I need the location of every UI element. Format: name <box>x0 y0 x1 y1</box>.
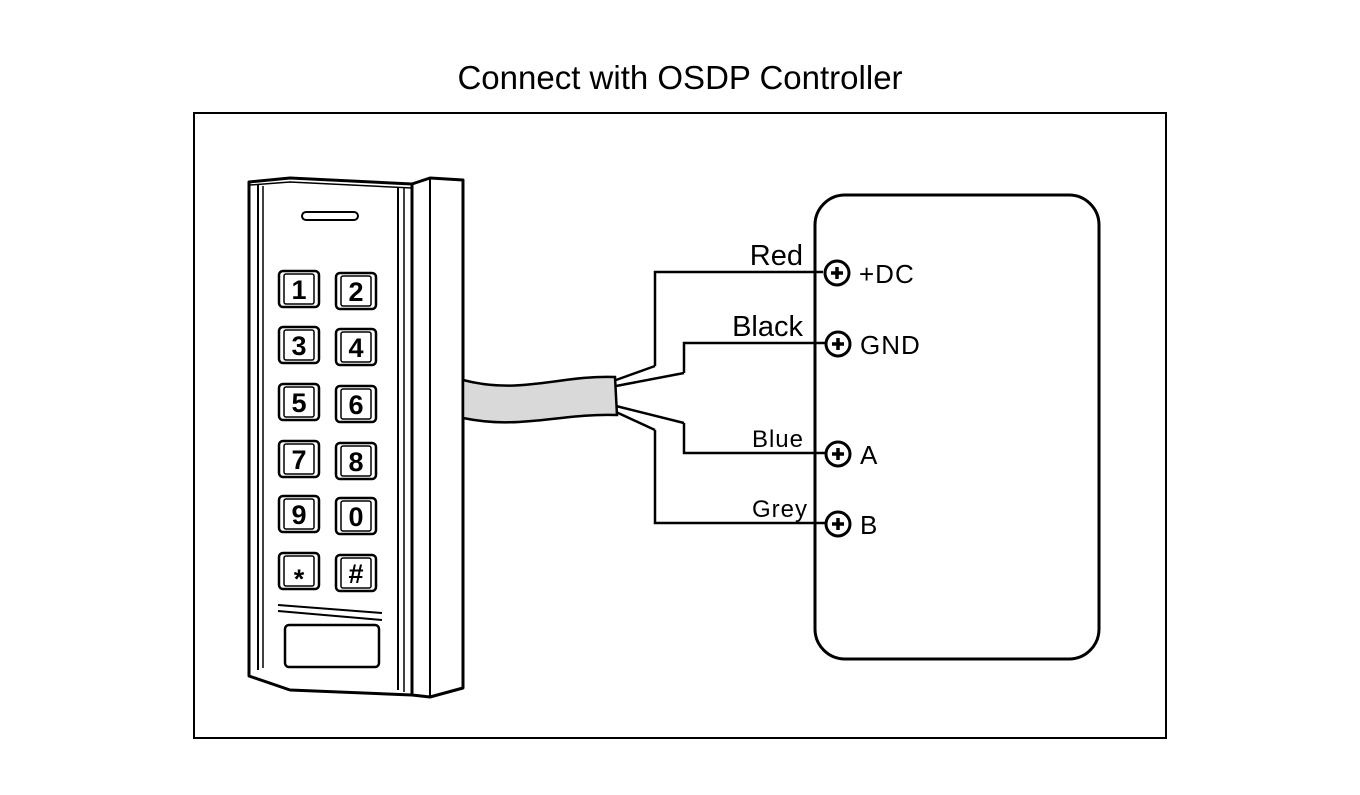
keypad-key-label: * <box>294 564 305 594</box>
keypad-key-label: 8 <box>348 447 363 477</box>
terminal-b <box>824 510 852 538</box>
keypad-key-label: 7 <box>291 445 306 475</box>
terminal-label-gnd: GND <box>860 330 921 360</box>
keypad-key: 2 <box>334 271 378 311</box>
keypad-key: * <box>277 551 321 594</box>
wire-blue <box>682 423 825 455</box>
keypad-key-label: 3 <box>291 331 306 361</box>
keypad-key: 0 <box>334 496 378 536</box>
wire-label-grey: Grey <box>752 496 808 523</box>
keypad-key-label: 9 <box>291 500 306 530</box>
keypad-key: 6 <box>334 384 378 424</box>
keypad-key-label: 1 <box>291 275 306 305</box>
keypad-key: 5 <box>277 382 321 422</box>
keypad-key-label: 0 <box>348 502 363 532</box>
keypad-key: 1 <box>277 269 321 309</box>
keypad-key-label: # <box>348 559 363 589</box>
wire-label-black: Black <box>732 311 803 343</box>
keypad-keys: 1 2 3 4 5 6 7 8 9 0 * # <box>277 269 378 594</box>
keypad-key-label: 5 <box>291 388 306 418</box>
wire-black <box>682 341 825 373</box>
keypad-key: 7 <box>277 439 321 479</box>
keypad-key: 4 <box>334 327 378 367</box>
keypad-key: 9 <box>277 494 321 534</box>
keypad-key: 8 <box>334 441 378 481</box>
wire-grey <box>653 430 825 525</box>
wires <box>653 270 825 525</box>
wire-label-red: Red <box>750 240 803 272</box>
terminal-label-dc: +DC <box>859 259 915 289</box>
osdp-controller <box>813 193 1101 661</box>
terminal-gnd <box>824 330 852 358</box>
terminal-label-b: B <box>860 510 878 540</box>
wire-label-blue: Blue <box>752 426 804 453</box>
keypad-reader <box>247 176 465 699</box>
keypad-key: # <box>334 553 378 593</box>
cable <box>461 364 685 432</box>
diagram-title: Connect with OSDP Controller <box>457 59 902 96</box>
keypad-key-label: 6 <box>348 390 363 420</box>
terminal-label-a: A <box>860 440 878 470</box>
diagram-frame <box>193 112 1167 739</box>
wire-red <box>653 270 823 366</box>
terminal-a <box>824 440 852 468</box>
keypad-key-label: 2 <box>348 277 363 307</box>
terminal-dc <box>823 259 851 287</box>
keypad-key: 3 <box>277 325 321 365</box>
keypad-key-label: 4 <box>348 333 363 363</box>
